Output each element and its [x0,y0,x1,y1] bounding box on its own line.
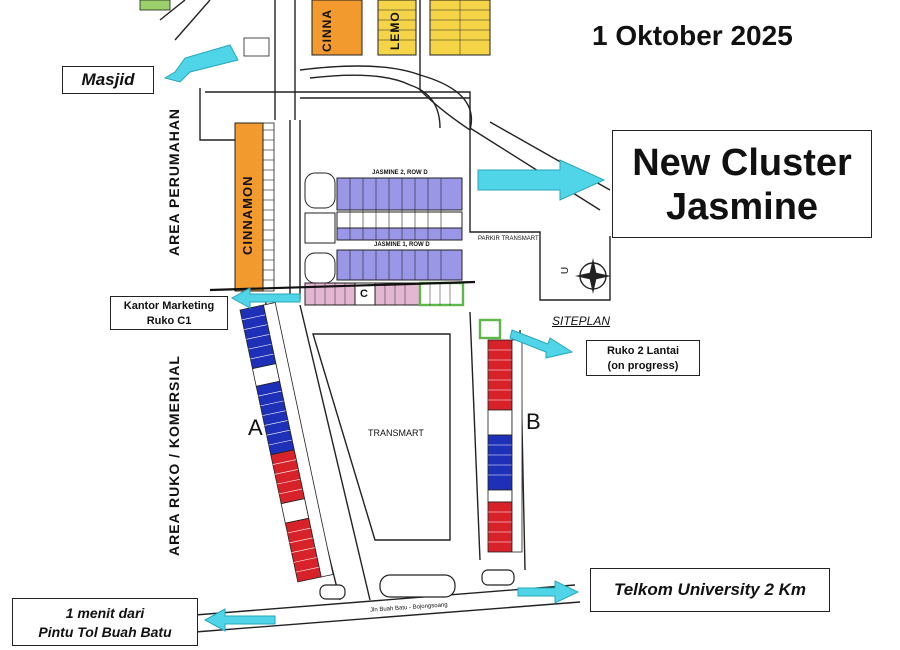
compass-u-label: U [560,266,572,275]
arrow-telkom [517,580,580,604]
jasmine-blocks [304,172,463,284]
ruko-row-c [209,280,476,307]
block-a-label: A [248,415,263,440]
parking-shape-bottom [379,574,456,598]
masjid-callout[interactable]: Masjid [62,66,154,94]
kantor-line2: Ruko C1 [146,315,192,327]
parking-shape-left [319,584,346,600]
arrow-ruko2 [509,329,574,359]
top-clusters [139,0,491,57]
tol-callout[interactable]: 1 menit dari Pintu Tol Buah Batu [12,598,198,646]
kantor-line1: Kantor Marketing [123,300,215,312]
parking-shape-right [481,569,515,586]
compass-icon [575,258,611,294]
tol-line2: Pintu Tol Buah Batu [38,624,172,640]
ruko2-line1: Ruko 2 Lantai [606,345,680,357]
area-ruko-label: AREA RUKO / KOMERSIAL [166,355,182,556]
block-b [478,318,523,553]
kantor-marketing-callout[interactable]: Kantor Marketing Ruko C1 [110,296,228,330]
transmart-label: TRANSMART [368,428,424,438]
transmart-building [312,333,451,541]
ruko2-line2: (on progress) [607,360,679,372]
cluster-callout[interactable]: New Cluster Jasmine [612,130,872,238]
jasmine-row2-label: JASMINE 2, ROW D [372,170,428,176]
cluster-title-line2: Jasmine [665,186,819,228]
block-c-label: C [360,288,368,300]
telkom-callout[interactable]: Telkom University 2 Km [590,568,830,612]
jasmine-row1-label: JASMINE 1, ROW D [374,242,430,248]
parkir-label: PARKIR TRANSMART [478,236,539,242]
block-a [239,302,334,583]
date-label: 1 Oktober 2025 [592,20,793,51]
arrow-masjid [163,44,239,83]
arrow-jasmine [477,159,606,201]
lemon-label: LEMO [388,11,402,50]
cluster-title-line1: New Cluster [632,142,852,184]
cinnamon-label: CINNAMON [240,175,255,256]
tol-line1: 1 menit dari [65,605,145,621]
area-perumahan-label: AREA PERUMAHAN [166,107,182,256]
arrow-tol [203,608,276,632]
callout-arrows [163,44,606,632]
siteplan-label: SITEPLAN [552,314,611,328]
block-b-label: B [526,409,541,434]
cinnamon-top-label: CINNA [320,9,334,52]
cinnamon-block [234,122,275,292]
arrow-kantor [230,287,301,309]
ruko2-callout[interactable]: Ruko 2 Lantai (on progress) [586,340,700,376]
